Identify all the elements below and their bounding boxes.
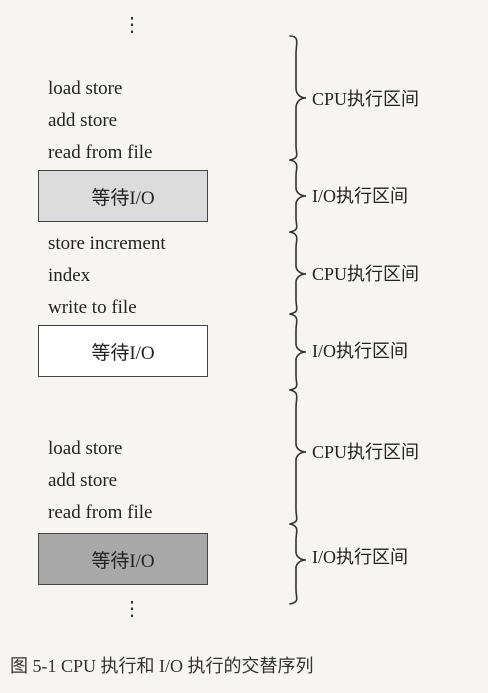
instruction-line: read from file (48, 142, 153, 163)
io-burst-label: I/O执行区间 (312, 547, 408, 567)
io-wait-box: 等待I/O (38, 533, 208, 585)
cpu-brace (289, 389, 307, 525)
instruction-line: store increment (48, 233, 166, 254)
figure-caption: 图 5-1 CPU 执行和 I/O 执行的交替序列 (10, 656, 314, 676)
instruction-line: add store (48, 110, 118, 131)
instruction-line: read from file (48, 502, 153, 523)
instruction-line: load store (48, 438, 123, 459)
instruction-line: write to file (48, 297, 137, 318)
io-brace (289, 313, 307, 391)
io-burst-label: I/O执行区间 (312, 186, 408, 206)
io-brace (289, 159, 307, 233)
instruction-line: load store (48, 78, 123, 99)
io-wait-box: 等待I/O (38, 170, 208, 222)
io-burst-label: I/O执行区间 (312, 341, 408, 361)
io-wait-box: 等待I/O (38, 325, 208, 377)
instruction-line: add store (48, 470, 118, 491)
cpu-burst-label: CPU执行区间 (312, 89, 420, 109)
instruction-line: index (48, 265, 91, 286)
cpu-burst-label: CPU执行区间 (312, 264, 420, 284)
cpu-brace (289, 35, 307, 161)
cpu-burst-label: CPU执行区间 (312, 442, 420, 462)
cpu-brace (289, 231, 307, 315)
io-brace (289, 523, 307, 605)
